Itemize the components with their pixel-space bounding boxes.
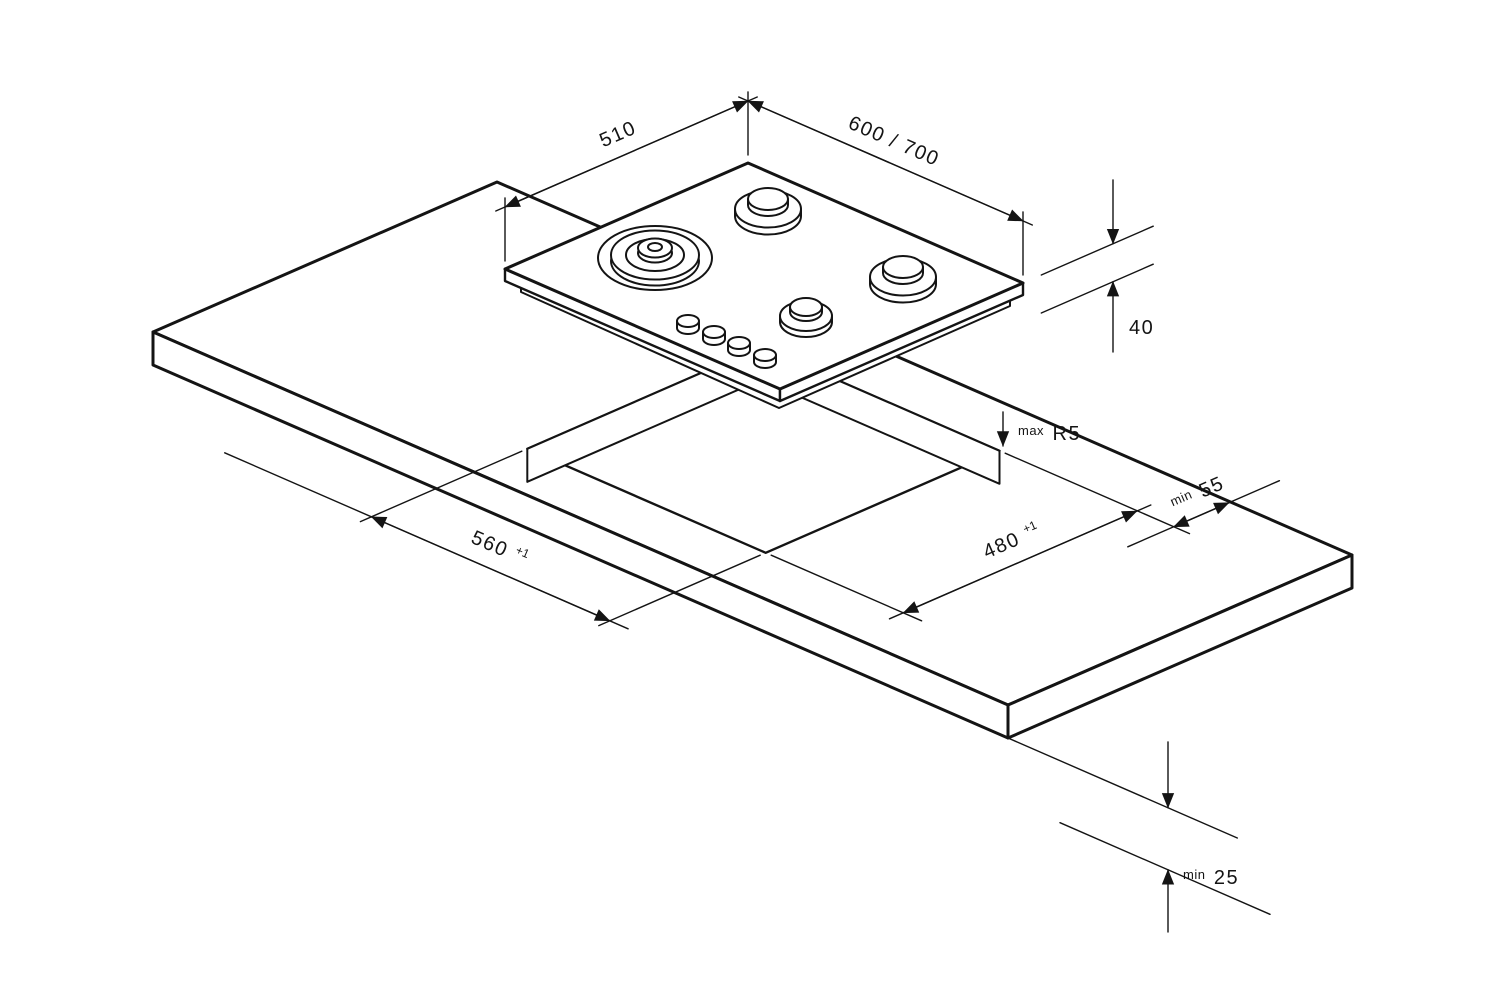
dim-line — [1172, 502, 1230, 528]
dim-label-40: 40 — [1129, 317, 1154, 339]
knob-3-top — [727, 336, 751, 350]
dim-label-510: 510 — [596, 117, 640, 152]
burner-wok — [597, 225, 713, 291]
dim-line — [504, 100, 749, 208]
burner-right-cap-top — [882, 255, 924, 279]
burner-rear — [734, 187, 802, 236]
knob-4 — [753, 348, 777, 369]
knob-3 — [727, 336, 751, 357]
ref-line-bottom — [1040, 263, 1154, 314]
dim-line — [747, 100, 1024, 222]
burner-front-cap-top — [789, 297, 823, 317]
dim-label-min-25: min 25 — [1183, 866, 1239, 889]
wok-center — [647, 242, 663, 252]
dim-height-40: 40 — [1040, 179, 1154, 353]
burner-right — [869, 255, 937, 304]
ref-edge-extension — [1004, 452, 1191, 535]
burner-front — [779, 297, 833, 338]
dim-label-480-tolerance: +1 — [1021, 518, 1039, 536]
dim-label-600-700: 600 / 700 — [845, 112, 943, 171]
ext-line-left — [770, 554, 923, 622]
dim-label-min: min — [1183, 867, 1205, 882]
dim-line — [370, 516, 611, 622]
knob-1 — [676, 314, 700, 335]
dim-label-560-tolerance: +1 — [514, 543, 532, 561]
ref-line-top — [1007, 737, 1239, 839]
dim-line — [902, 510, 1138, 614]
hob — [503, 161, 1025, 409]
knob-4-top — [753, 348, 777, 362]
knob-1-top — [676, 314, 700, 328]
dim-bottom-clearance-min-25: min 25 — [1007, 737, 1271, 933]
dim-label-max-r5: max R5 — [1018, 422, 1081, 445]
dim-corner-radius-max-r5: max R5 — [996, 411, 1081, 447]
control-knobs — [676, 314, 777, 369]
dim-label-r5: R5 — [1053, 423, 1082, 445]
dim-label-560-value: 560 — [468, 527, 512, 562]
burner-rear-cap-top — [747, 187, 789, 211]
ext-line-left — [359, 450, 523, 523]
hob-base-edge — [520, 288, 1011, 409]
hob-top-face — [503, 161, 1025, 391]
knob-2-top — [702, 325, 726, 339]
dim-label-max: max — [1018, 423, 1044, 438]
dim-label-25: 25 — [1214, 867, 1239, 889]
knob-2 — [702, 325, 726, 346]
countertop-right-face — [1006, 553, 1354, 740]
ext-line-right — [598, 554, 761, 627]
ref-line-top — [1040, 225, 1154, 276]
ref-line-bottom — [1059, 822, 1271, 915]
